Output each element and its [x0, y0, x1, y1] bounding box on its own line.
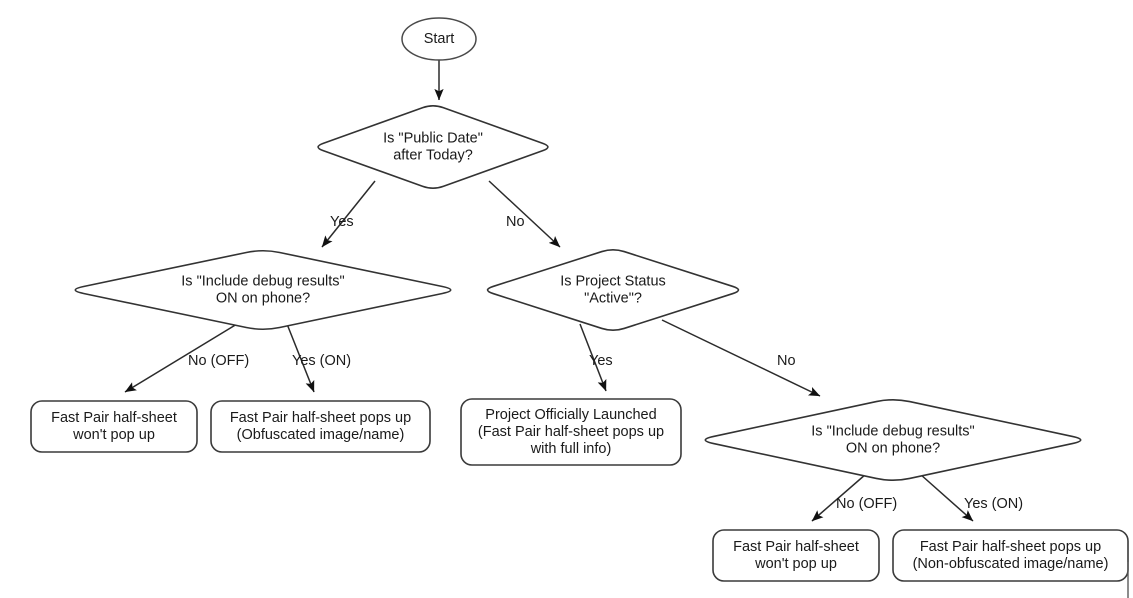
edge-label: Yes	[330, 214, 354, 230]
node-label-line: Start	[424, 31, 455, 47]
edge-line	[811, 473, 867, 522]
edge-line	[919, 473, 974, 522]
node-label-line: "Active"?	[584, 290, 642, 306]
node-label-line: after Today?	[393, 147, 473, 163]
edge-line	[488, 180, 561, 248]
node-result-launched[interactable]: Project Officially Launched(Fast Pair ha…	[460, 398, 682, 466]
decision-shape	[486, 248, 740, 332]
edge-label: Yes (ON)	[964, 496, 1023, 512]
node-label-line: Is Project Status	[560, 273, 666, 289]
node-label-line: Project Officially Launched	[485, 407, 656, 423]
edge-label: Yes (ON)	[292, 353, 351, 369]
node-label-line: Is "Include debug results"	[811, 423, 974, 439]
edge-debug-left-to-result-left-off: No (OFF)	[124, 323, 249, 393]
edge-line	[661, 319, 821, 397]
edge-public-date-to-project-status: No	[488, 180, 561, 248]
result-shape	[210, 400, 431, 453]
node-label-line: Is "Include debug results"	[181, 273, 344, 289]
decision-shape	[704, 398, 1082, 482]
node-label-line: Fast Pair half-sheet	[51, 410, 177, 426]
node-result-left-on[interactable]: Fast Pair half-sheet pops up(Obfuscated …	[210, 400, 431, 453]
node-label-line: (Obfuscated image/name)	[237, 427, 405, 443]
node-debug-right[interactable]: Is "Include debug results"ON on phone?	[704, 398, 1082, 482]
node-debug-left[interactable]: Is "Include debug results"ON on phone?	[74, 249, 452, 331]
edge-label: No	[777, 353, 796, 369]
edge-label: Yes	[589, 353, 613, 369]
edge-public-date-to-debug-left: Yes	[321, 180, 376, 248]
edge-label: No (OFF)	[836, 496, 897, 512]
edge-label: No (OFF)	[188, 353, 249, 369]
node-label-line: (Fast Pair half-sheet pops up	[478, 424, 664, 440]
terminal-shape	[401, 17, 477, 61]
edge-debug-right-to-result-right-on: Yes (ON)	[919, 473, 1023, 522]
result-shape	[892, 529, 1129, 582]
node-label-line: Fast Pair half-sheet pops up	[230, 410, 411, 426]
edge-project-status-to-result-launched: Yes	[579, 323, 613, 392]
node-project-status[interactable]: Is Project Status"Active"?	[486, 248, 740, 332]
node-label-line: Is "Public Date"	[383, 130, 483, 146]
node-label-line: Fast Pair half-sheet	[733, 539, 859, 555]
node-label-line: (Non-obfuscated image/name)	[913, 556, 1109, 572]
edge-project-status-to-debug-right: No	[661, 319, 821, 397]
edge-line	[579, 323, 607, 392]
node-label-line: ON on phone?	[216, 290, 310, 306]
edge-label: No	[506, 214, 525, 230]
node-label-line: Fast Pair half-sheet pops up	[920, 539, 1101, 555]
node-label-line: won't pop up	[754, 556, 837, 572]
edge-line	[286, 323, 315, 393]
node-label-line: with full info)	[530, 441, 612, 457]
node-start[interactable]: Start	[401, 17, 477, 61]
edge-debug-right-to-result-right-off: No (OFF)	[811, 473, 897, 522]
nodes-layer: Start Is "Public Date"after Today? Is "Inc…	[30, 17, 1129, 582]
node-label-line: ON on phone?	[846, 440, 940, 456]
result-shape	[712, 529, 880, 582]
node-public-date[interactable]: Is "Public Date"after Today?	[317, 105, 549, 189]
decision-shape	[317, 105, 549, 189]
result-shape	[460, 398, 682, 466]
decision-shape	[74, 249, 452, 331]
node-label-line: won't pop up	[72, 427, 155, 443]
edge-line	[124, 323, 238, 393]
result-shape	[30, 400, 198, 453]
edge-debug-left-to-result-left-on: Yes (ON)	[286, 323, 351, 393]
node-result-right-on[interactable]: Fast Pair half-sheet pops up(Non-obfusca…	[892, 529, 1129, 582]
edge-line	[321, 180, 376, 248]
